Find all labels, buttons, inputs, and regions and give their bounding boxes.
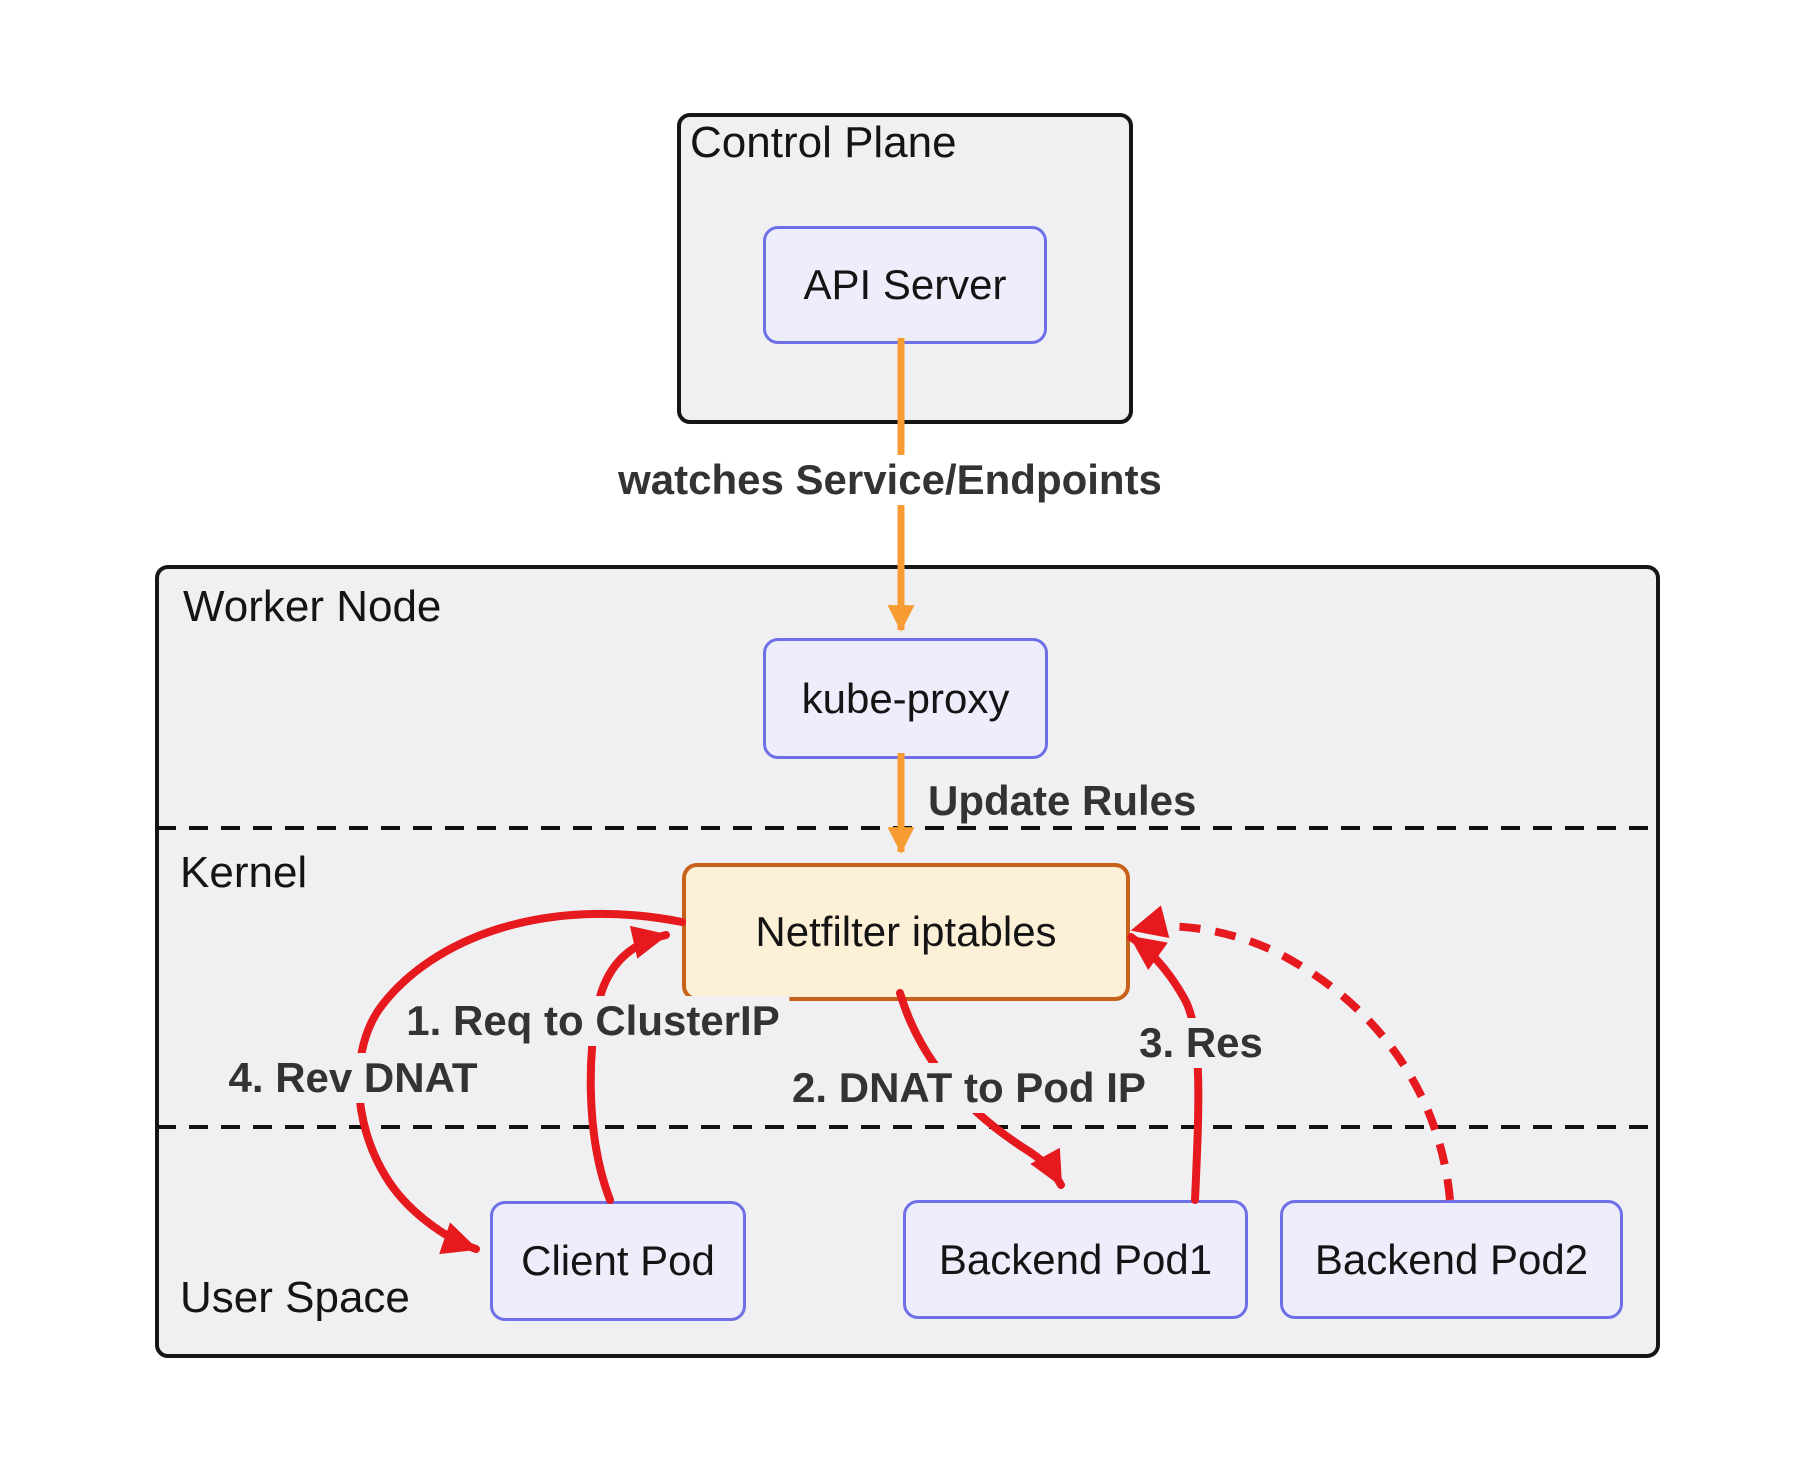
node-client-pod: Client Pod bbox=[490, 1201, 746, 1321]
update-rules-label: Update Rules bbox=[918, 776, 1207, 827]
node-netfilter-iptables: Netfilter iptables bbox=[682, 863, 1130, 1001]
rev-dnat-label: 4. Rev DNAT bbox=[218, 1053, 488, 1104]
node-backend-pod1: Backend Pod1 bbox=[903, 1200, 1248, 1319]
watches-service-endpoints-label: watches Service/Endpoints bbox=[608, 455, 1172, 506]
worker-node-label: Worker Node bbox=[183, 582, 442, 631]
control-plane-label: Control Plane bbox=[690, 118, 957, 167]
dnat-pod-ip-label: 2. DNAT to Pod IP bbox=[782, 1063, 1156, 1114]
req-clusterip-label: 1. Req to ClusterIP bbox=[396, 996, 790, 1047]
user-space-label: User Space bbox=[180, 1273, 410, 1322]
node-backend-pod2: Backend Pod2 bbox=[1280, 1200, 1623, 1319]
res-label: 3. Res bbox=[1129, 1018, 1273, 1069]
kernel-label: Kernel bbox=[180, 848, 308, 897]
node-kube-proxy: kube-proxy bbox=[763, 638, 1048, 759]
node-api-server: API Server bbox=[763, 226, 1047, 344]
